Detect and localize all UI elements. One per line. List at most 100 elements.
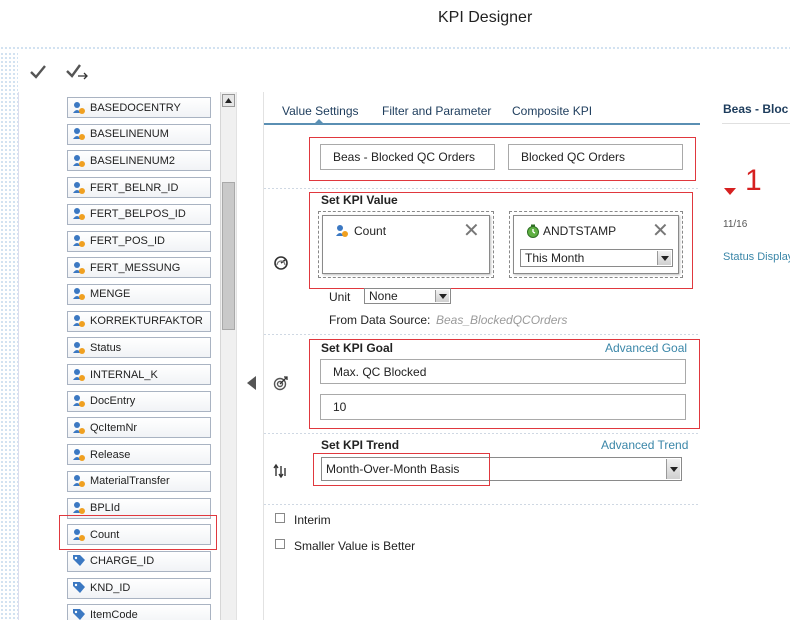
trend-select[interactable]: Month-Over-Month Basis (321, 457, 682, 481)
field-item-fert-messung[interactable]: FERT_MESSUNG (67, 257, 211, 279)
chevron-down-icon (435, 290, 449, 302)
field-item-fert-belpos-id[interactable]: FERT_BELPOS_ID (67, 203, 211, 225)
kpi-name-input[interactable]: Beas - Blocked QC Orders (320, 144, 495, 170)
field-label: BASEDOCENTRY (90, 101, 181, 114)
tab-filter-and-parameter[interactable]: Filter and Parameter (382, 104, 492, 118)
preview-title-underline (722, 123, 790, 124)
kpi-description-input[interactable]: Blocked QC Orders (508, 144, 683, 170)
ok-and-next-button[interactable] (64, 60, 92, 84)
field-label: KORREKTURFAKTOR (90, 315, 203, 328)
field-item-basedocentry[interactable]: BASEDOCENTRY (67, 97, 211, 118)
field-item-qcitemnr[interactable]: QcItemNr (67, 417, 211, 439)
set-kpi-value-label: Set KPI Value (321, 193, 398, 207)
numeric-field-icon (73, 448, 85, 461)
ok-button[interactable] (24, 60, 52, 84)
preview-title: Beas - Bloc (723, 102, 789, 116)
triangle-up-icon (225, 98, 232, 103)
field-item-fert-belnr-id[interactable]: FERT_BELNR_ID (67, 177, 211, 199)
section-divider (264, 433, 700, 434)
names-highlight (309, 137, 696, 181)
remove-measure-close-icon[interactable]: ✕ (463, 220, 480, 242)
tab-bar: Value Settings Filter and Parameter Comp… (264, 92, 700, 126)
unit-label: Unit (329, 290, 351, 304)
field-label: FERT_BELNR_ID (90, 181, 179, 194)
field-label: BASELINENUM2 (90, 154, 175, 167)
period-value: This Month (525, 251, 585, 265)
data-source-value: Beas_BlockedQCOrders (436, 313, 568, 327)
numeric-field-icon (73, 154, 85, 167)
period-select[interactable]: This Month (520, 249, 673, 267)
field-item-korrekturfaktor[interactable]: KORREKTURFAKTOR (67, 310, 211, 332)
chevron-down-icon (666, 459, 680, 479)
field-item-baselinenum2[interactable]: BASELINENUM2 (67, 150, 211, 172)
field-item-status[interactable]: Status (67, 337, 211, 359)
tag-field-icon (73, 582, 85, 594)
active-tab-indicator (314, 119, 324, 124)
scroll-up-button[interactable] (222, 94, 235, 107)
set-kpi-goal-label: Set KPI Goal (321, 341, 394, 355)
header-dotted-border (0, 46, 790, 50)
unit-select[interactable]: None (364, 288, 451, 304)
time-dropzone-frame (513, 215, 679, 274)
field-label: ItemCode (90, 608, 138, 620)
goal-name-input[interactable]: Max. QC Blocked (320, 359, 686, 384)
trend-value: Month-Over-Month Basis (326, 462, 460, 476)
advanced-goal-link[interactable]: Advanced Goal (605, 341, 688, 355)
field-item-baselinenum[interactable]: BASELINENUM (67, 123, 211, 145)
field-item-internal-k[interactable]: INTERNAL_K (67, 364, 211, 385)
tab-composite-kpi[interactable]: Composite KPI (512, 104, 593, 118)
numeric-field-icon (73, 341, 85, 354)
scroll-thumb[interactable] (222, 182, 235, 330)
field-label: KND_ID (90, 582, 131, 595)
field-item-itemcode[interactable]: ItemCode (67, 604, 211, 620)
field-label: CHARGE_ID (90, 555, 155, 568)
status-display-link[interactable]: Status Display (723, 251, 790, 263)
field-item-docentry[interactable]: DocEntry (67, 390, 211, 412)
numeric-field-icon (73, 528, 85, 541)
field-label: FERT_BELPOS_ID (90, 208, 186, 221)
section-divider (264, 188, 700, 189)
tab-value-settings[interactable]: Value Settings (282, 104, 359, 118)
interim-checkbox[interactable] (275, 513, 285, 523)
field-item-fert-pos-id[interactable]: FERT_POS_ID (67, 230, 211, 252)
smaller-is-better-checkbox[interactable] (275, 539, 285, 549)
collapse-arrow-icon[interactable] (247, 376, 256, 390)
field-item-release[interactable]: Release (67, 444, 211, 466)
left-dotted-strip (0, 52, 18, 620)
measure-label: Count (354, 224, 387, 238)
kpi-preview-panel: Beas - Bloc 1 11/16 Status Display (700, 92, 790, 620)
field-label: MENGE (90, 288, 131, 301)
goal-value-input[interactable]: 10 (320, 394, 686, 420)
field-item-count[interactable]: Count (67, 524, 211, 546)
numeric-field-icon (73, 395, 85, 408)
advanced-trend-link[interactable]: Advanced Trend (601, 438, 689, 452)
gauge-icon (274, 256, 288, 270)
field-label: INTERNAL_K (90, 368, 158, 381)
measure-dropzone[interactable] (318, 211, 494, 278)
section-divider (264, 334, 700, 335)
trend-icon (273, 463, 286, 478)
tab-underline (264, 123, 700, 125)
field-label: Release (90, 448, 131, 461)
field-item-materialtransfer[interactable]: MaterialTransfer (67, 470, 211, 492)
field-list-scrollbar[interactable] (220, 92, 236, 620)
numeric-field-icon (73, 368, 85, 381)
numeric-field-icon (73, 101, 85, 114)
field-item-menge[interactable]: MENGE (67, 283, 211, 305)
field-item-charge-id[interactable]: CHARGE_ID (67, 550, 211, 572)
time-field-icon (527, 224, 539, 238)
kpi-settings-panel: Value Settings Filter and Parameter Comp… (264, 92, 700, 620)
preview-date: 11/16 (723, 219, 748, 230)
set-kpi-trend-label: Set KPI Trend (321, 438, 400, 452)
field-item-knd-id[interactable]: KND_ID (67, 577, 211, 599)
interim-label: Interim (294, 513, 331, 527)
numeric-field-icon (73, 288, 85, 301)
field-item-bplid[interactable]: BPLId (67, 497, 211, 519)
field-label: DocEntry (90, 395, 136, 408)
field-label: MaterialTransfer (90, 475, 170, 488)
field-label: QcItemNr (90, 421, 138, 434)
numeric-field-icon (73, 421, 85, 434)
remove-time-close-icon[interactable]: ✕ (652, 220, 669, 242)
section-divider (264, 504, 700, 505)
